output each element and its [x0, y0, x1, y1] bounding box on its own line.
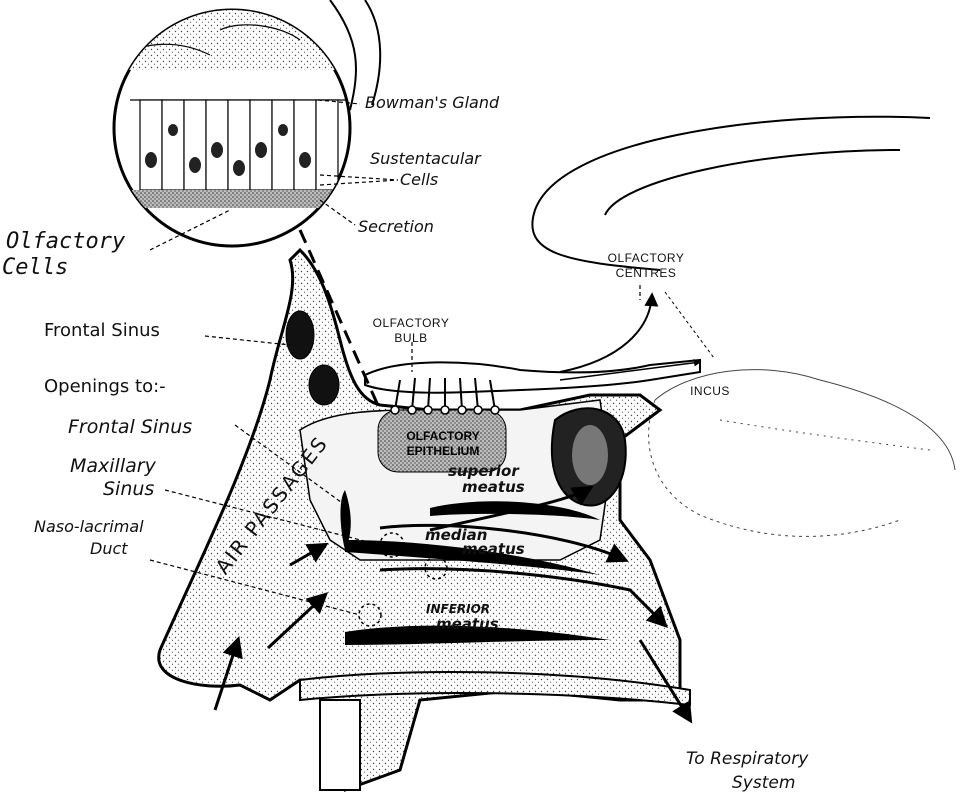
label-median-meatus-line2: meatus: [462, 542, 525, 557]
label-opening-frontal-sinus: Frontal Sinus: [68, 418, 192, 437]
label-olfactory-bulb-line2: BULB: [366, 332, 456, 344]
label-maxillary-line2: Sinus: [103, 480, 154, 499]
label-olfactory-centres-line1: OLFACTORY: [600, 252, 692, 264]
label-incus: INCUS: [680, 385, 740, 397]
label-openings-to: Openings to:-: [44, 378, 166, 396]
label-olfactory-centres-line2: CENTRES: [600, 267, 692, 279]
label-secretion: Secretion: [358, 219, 434, 235]
label-frontal-sinus: Frontal Sinus: [44, 322, 160, 340]
label-maxillary-line1: Maxillary: [70, 457, 156, 476]
label-bowmans-gland: Bowman's Gland: [365, 95, 499, 111]
label-olfactory-epithelium-line2: EPITHELIUM: [384, 445, 502, 457]
label-superior-meatus-line2: meatus: [462, 480, 525, 495]
label-naso-lacrimal-line2: Duct: [90, 541, 128, 557]
label-sustentacular-line2: Cells: [400, 172, 438, 188]
cell-magnifier-circle: [110, 10, 360, 246]
label-olfactory-cells-line2: Cells: [2, 257, 68, 279]
label-olfactory-cells-line1: Olfactory: [6, 231, 125, 253]
label-olfactory-bulb-line1: OLFACTORY: [366, 317, 456, 329]
label-respiratory-line1: To Respiratory: [686, 751, 808, 768]
label-inferior-meatus-line1: INFERIOR: [426, 603, 490, 615]
palate: [300, 672, 690, 790]
label-sustentacular-line1: Sustentacular: [370, 151, 481, 167]
label-naso-lacrimal-line1: Naso-lacrimal: [34, 519, 144, 535]
label-respiratory-line2: System: [732, 775, 795, 792]
label-olfactory-epithelium-line1: OLFACTORY: [384, 430, 502, 442]
label-superior-meatus-line1: superior: [448, 464, 519, 479]
olfactory-tract: [560, 295, 652, 372]
label-inferior-meatus-line2: meatus: [436, 617, 499, 632]
